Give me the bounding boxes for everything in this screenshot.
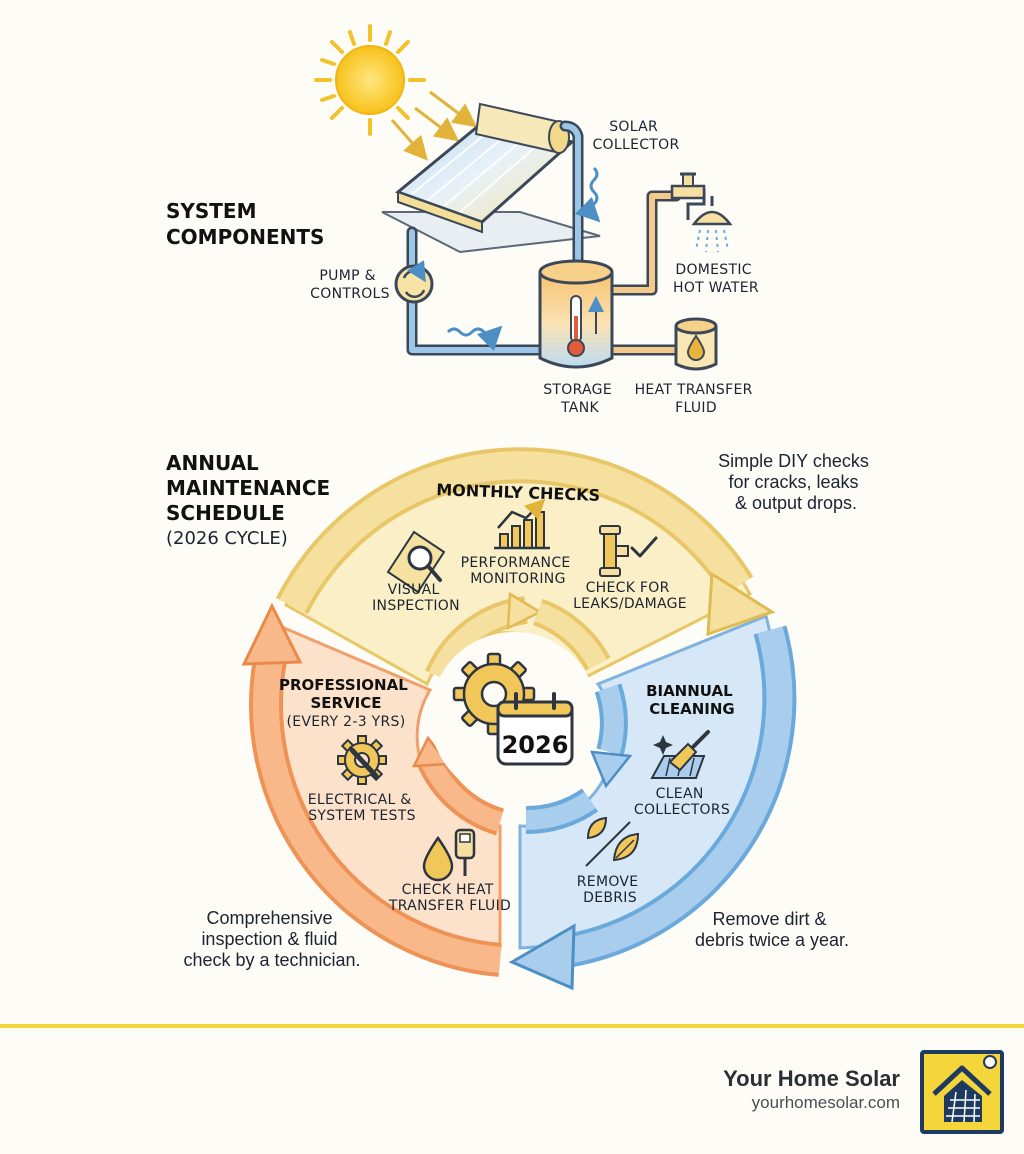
brand-name: Your Home Solar — [723, 1066, 900, 1091]
pump-icon — [394, 260, 434, 304]
brush-icon — [650, 730, 710, 779]
house-solar-logo-icon — [920, 1050, 1004, 1134]
monthly-note: Simple DIY checks for cracks, leaks & ou… — [718, 451, 874, 513]
brand-url[interactable]: yourhomesolar.com — [752, 1093, 900, 1112]
pump-controls-label: PUMP & CONTROLS — [310, 268, 390, 302]
leaf-icon — [585, 816, 640, 867]
professional-service-title: PROFESSIONAL SERVICE — [279, 676, 413, 712]
footer-divider — [0, 1024, 1024, 1028]
annual-schedule-heading: ANNUAL MAINTENANCE SCHEDULE — [166, 451, 337, 525]
biannual-note: Remove dirt & debris twice a year. — [695, 909, 849, 950]
fluid-check-label: CHECK HEAT TRANSFER FLUID — [388, 882, 511, 914]
drop-icon — [422, 835, 454, 882]
shower-icon — [691, 196, 733, 253]
flow-arrow-right — [446, 325, 503, 352]
meter-icon — [454, 828, 476, 876]
biannual-cleaning-title: BIANNUAL CLEANING — [646, 682, 738, 718]
heat-transfer-fluid-label: HEAT TRANSFER FLUID — [635, 382, 758, 416]
sun-icon — [314, 24, 426, 136]
bar-chart-icon — [494, 498, 550, 550]
solar-collector-label: SOLAR COLLECTOR — [592, 119, 679, 153]
leaks-damage-label: CHECK FOR LEAKS/DAMAGE — [573, 580, 687, 612]
pipe-check-icon — [599, 525, 658, 577]
annual-schedule-subheading: (2026 CYCLE) — [166, 528, 288, 549]
system-components-heading: SYSTEM COMPONENTS — [166, 199, 324, 249]
flow-arrow-down — [574, 166, 601, 223]
domestic-hot-water-label: DOMESTIC HOT WATER — [673, 262, 759, 296]
sunlight-arrows — [390, 90, 478, 161]
visual-inspection-label: VISUAL INSPECTION — [372, 582, 460, 614]
biannual-arrowhead — [508, 923, 576, 991]
monthly-arrowhead — [706, 571, 776, 637]
faucet-icon — [670, 172, 706, 220]
center-year: 2026 — [502, 731, 569, 759]
footer: Your Home Solar yourhomesolar.com — [0, 1024, 1024, 1134]
remove-debris-label: REMOVE DEBRIS — [577, 874, 643, 906]
thermometer-icon — [567, 295, 585, 357]
gear-calendar-icon: 2026 — [452, 652, 574, 766]
clean-collectors-label: CLEAN COLLECTORS — [634, 786, 730, 818]
solar-panel-icon — [395, 102, 576, 234]
maintenance-cycle: 2026 — [166, 447, 874, 991]
magnifier-icon — [386, 530, 446, 594]
electrical-tests-label: ELECTRICAL & SYSTEM TESTS — [308, 792, 417, 824]
professional-arrowhead — [241, 602, 303, 666]
professional-frequency: (EVERY 2-3 YRS) — [286, 714, 405, 730]
tank-icon — [538, 259, 614, 369]
fluid-jar-icon — [674, 317, 718, 371]
system-components-diagram: SYSTEM COMPONENTS SOLAR COLLECTOR PUMP &… — [166, 24, 759, 416]
wrench-gear-icon — [337, 735, 387, 785]
professional-note: Comprehensive inspection & fluid check b… — [183, 908, 360, 970]
storage-tank-label: STORAGE TANK — [543, 382, 617, 416]
performance-monitoring-label: PERFORMANCE MONITORING — [461, 555, 576, 587]
